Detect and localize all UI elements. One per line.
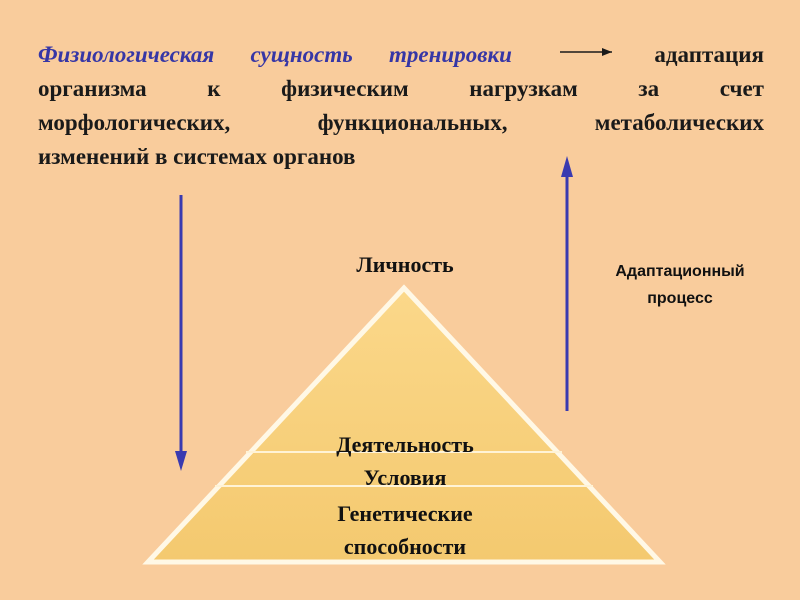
heading-line-1: Физиологическая сущность тренировки адап… [38, 38, 764, 72]
heading-word: изменений в системах органов [38, 144, 356, 169]
down-arrow [175, 195, 187, 471]
heading-word: адаптация [654, 42, 764, 67]
heading-block: Физиологическая сущность тренировки адап… [38, 38, 764, 174]
side-label-line: процесс [647, 290, 713, 307]
pyramid-tier-conditions: Условия [363, 465, 447, 490]
heading-italic-word: сущность [250, 42, 353, 67]
pyramid-tier-genetic: Генетические способности [270, 497, 540, 563]
arrow-gap [548, 38, 618, 72]
heading-word: физическим [281, 76, 409, 101]
pyramid-shape [142, 284, 666, 565]
heading-italic-word: Физиологическая [38, 42, 215, 67]
heading-word: к [207, 76, 221, 101]
pyramid-apex-label: Личность [356, 252, 454, 277]
heading-line-4: изменений в системах органов [38, 140, 764, 174]
pyramid-base-line: Генетические [337, 501, 473, 526]
up-arrow [561, 156, 573, 411]
heading-italic-word: тренировки [389, 42, 512, 67]
heading-line-2: организма к физическим нагрузкам за счет [38, 72, 764, 106]
heading-word: организма [38, 76, 147, 101]
adaptation-process-label: Адаптационный процесс [590, 258, 770, 312]
pyramid-tier-activity: Деятельность [336, 432, 474, 457]
heading-word: морфологических, [38, 110, 231, 135]
pyramid-base-line: способности [343, 534, 467, 559]
heading-line-3: морфологических, функциональных, метабол… [38, 106, 764, 140]
heading-word: функциональных, [317, 110, 508, 135]
heading-word: нагрузкам [469, 76, 578, 101]
heading-word: за [638, 76, 660, 101]
heading-word: счет [719, 76, 764, 101]
side-label-line: Адаптационный [615, 263, 745, 280]
heading-word: метаболических [594, 110, 764, 135]
